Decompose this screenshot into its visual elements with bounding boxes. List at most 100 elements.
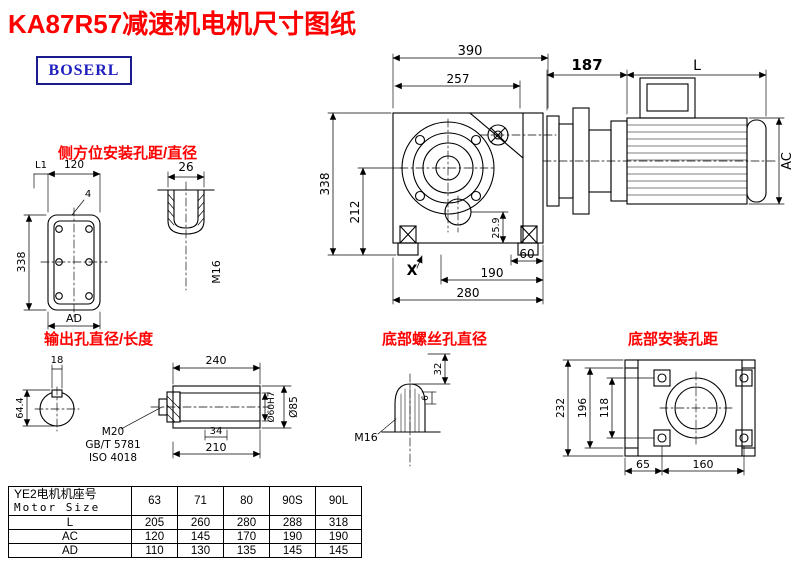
table-cell: 110 xyxy=(131,543,178,559)
motor-dim-labels: 187 L AC xyxy=(571,56,795,170)
dim-257: 257 xyxy=(447,72,470,86)
dim-240: 240 xyxy=(206,354,227,367)
dim-212: 212 xyxy=(348,201,362,224)
table-cell: 190 xyxy=(269,529,316,545)
table-header-cn: YE2电机机座号 xyxy=(14,487,97,501)
table-row-label: AD xyxy=(8,543,132,559)
dim-118: 118 xyxy=(599,398,611,418)
motor-side-view: 187 L AC xyxy=(542,56,795,215)
table-cell: 90S xyxy=(269,485,316,517)
section-label-bottom-screw: 底部螺丝孔直径 xyxy=(382,331,488,348)
table-row-label: L xyxy=(8,515,132,531)
bottom-mount-view: 232 196 118 65 160 xyxy=(555,359,756,476)
bottom-dimension-lines xyxy=(562,359,745,476)
gearbox-front-view: 390 257 338 212 25.9 60 190 280 X xyxy=(318,44,557,305)
dim-120: 120 xyxy=(64,159,84,171)
dim-65: 65 xyxy=(636,458,650,471)
bottom-body-outline xyxy=(624,359,756,457)
dim-L1: L1 xyxy=(35,160,47,171)
screw-dimension-lines xyxy=(377,353,451,435)
table-cell: 318 xyxy=(315,515,362,531)
table-cell: 260 xyxy=(177,515,224,531)
table-header-row: YE2电机机座号 Motor Size 63 71 80 90S 90L xyxy=(8,485,362,517)
brand-logo: BOSERL xyxy=(36,56,132,85)
thread-M20: M20 xyxy=(102,426,124,438)
std-iso: ISO 4018 xyxy=(89,452,137,464)
dim-210: 210 xyxy=(206,441,227,454)
table-cell: 288 xyxy=(269,515,316,531)
table-cell: 120 xyxy=(131,529,178,545)
dim-160: 160 xyxy=(693,458,714,471)
dim-25-9: 25.9 xyxy=(491,217,502,238)
screw-hole-profile xyxy=(381,373,441,467)
table-cell: 145 xyxy=(315,543,362,559)
std-gb: GB/T 5781 xyxy=(85,439,140,451)
side-mount-dim-labels: L1 120 4 338 AD 26 M16 xyxy=(15,159,223,325)
dim-6: 6 xyxy=(421,395,431,401)
dim-4: 4 xyxy=(85,189,91,200)
dim-26: 26 xyxy=(178,160,193,174)
table-row-L: L 205 260 280 288 318 xyxy=(8,515,362,531)
table-cell: 145 xyxy=(177,529,224,545)
dim-232: 232 xyxy=(555,398,567,418)
section-label-output-hole: 输出孔直径/长度 xyxy=(44,331,154,348)
dim-bore-60H7: Ø60H7 xyxy=(266,391,277,422)
side-mount-view: L1 120 4 338 AD 26 M16 xyxy=(15,159,223,330)
dim-AD: AD xyxy=(66,312,82,325)
dim-196: 196 xyxy=(577,398,589,418)
dim-338-side: 338 xyxy=(15,252,28,273)
output-dimension-lines xyxy=(22,362,292,459)
table-row-label: AC xyxy=(8,529,132,545)
dim-64-4: 64.4 xyxy=(15,397,26,418)
dim-AC: AC xyxy=(780,152,795,170)
gearbox-dimension-lines xyxy=(327,53,549,305)
table-cell: 80 xyxy=(223,485,270,517)
table-cell: 170 xyxy=(223,529,270,545)
table-cell: 145 xyxy=(269,543,316,559)
section-label-side-mount: 侧方位安装孔距/直径 xyxy=(58,145,198,162)
screw-dim-labels: 32 6 M16 xyxy=(354,363,444,444)
motor-outline xyxy=(542,77,776,215)
mark-x: X xyxy=(407,263,418,279)
gearbox-outline xyxy=(392,112,557,256)
page-title: KA87R57减速机电机尺寸图纸 xyxy=(8,9,357,39)
thread-M16-bottom: M16 xyxy=(354,431,378,444)
motor-dimension-lines xyxy=(546,69,785,205)
table-cell: 71 xyxy=(177,485,224,517)
dim-280: 280 xyxy=(457,286,480,300)
dim-187: 187 xyxy=(571,56,602,74)
output-shaft-view: 18 64.4 240 M20 GB/T 5781 ISO 4018 34 21… xyxy=(15,354,300,464)
table-cell: 63 xyxy=(131,485,178,517)
gearbox-dim-labels: 390 257 338 212 25.9 60 190 280 X xyxy=(318,44,535,300)
output-dim-labels: 18 64.4 240 M20 GB/T 5781 ISO 4018 34 21… xyxy=(15,354,300,464)
dim-od-85: Ø85 xyxy=(288,396,300,418)
table-row-AC: AC 120 145 170 190 190 xyxy=(8,529,362,545)
dim-34: 34 xyxy=(210,426,223,437)
table-cell: 205 xyxy=(131,515,178,531)
shaft-end-section xyxy=(34,386,80,432)
table-header-en: Motor Size xyxy=(14,500,101,514)
dim-32: 32 xyxy=(433,363,444,376)
dim-L: L xyxy=(693,58,701,74)
motor-size-table: YE2电机机座号 Motor Size 63 71 80 90S 90L L 2… xyxy=(8,485,362,559)
dim-190: 190 xyxy=(481,266,504,280)
tapped-hole-profile xyxy=(157,181,215,291)
thread-M16-side: M16 xyxy=(210,260,223,284)
hollow-shaft-section xyxy=(150,385,271,429)
bottom-dim-labels: 232 196 118 65 160 xyxy=(555,398,714,471)
side-mount-dimension-lines xyxy=(23,170,205,330)
bottom-screw-view: 32 6 M16 xyxy=(354,353,451,467)
dim-60: 60 xyxy=(519,247,534,261)
dim-338: 338 xyxy=(318,173,332,196)
dim-390: 390 xyxy=(458,44,483,59)
table-cell: 280 xyxy=(223,515,270,531)
table-cell: 135 xyxy=(223,543,270,559)
dim-18: 18 xyxy=(51,355,64,366)
table-cell: 90L xyxy=(315,485,362,517)
table-cell: 190 xyxy=(315,529,362,545)
section-label-bottom-mount: 底部安装孔距 xyxy=(628,331,719,348)
table-cell: 130 xyxy=(177,543,224,559)
table-row-AD: AD 110 130 135 145 145 xyxy=(8,543,362,559)
mount-plate-outline xyxy=(40,207,108,318)
